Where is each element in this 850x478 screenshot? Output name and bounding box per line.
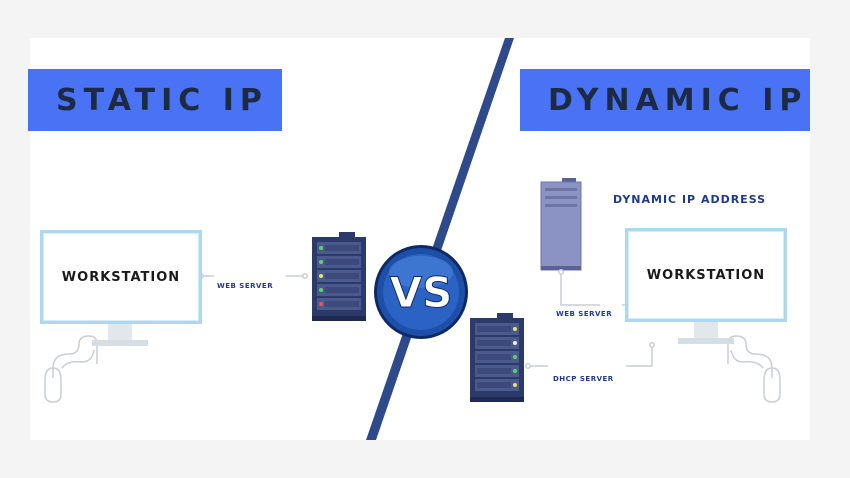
left-mouse-icon — [44, 335, 98, 403]
dynamic-ip-title: DYNAMIC IP — [548, 82, 808, 118]
right-monitor-base — [678, 338, 734, 344]
right-monitor-neck — [694, 322, 718, 340]
right-workstation-monitor: WORKSTATION — [625, 228, 787, 322]
static-ip-title: STATIC IP — [56, 82, 268, 118]
diagonal-divider — [366, 38, 514, 440]
left-monitor-base — [92, 340, 148, 346]
vs-badge — [374, 245, 468, 339]
left-workstation-label: WORKSTATION — [61, 269, 181, 285]
left-web-server-label: WEB SERVER — [217, 282, 274, 290]
right-dhcp-connector — [525, 342, 655, 369]
left-workstation-monitor: WORKSTATION — [40, 230, 202, 324]
left-web-server-icon — [312, 232, 366, 321]
dynamic-ip-banner: DYNAMIC IP — [520, 69, 810, 131]
dhcp-server-label: DHCP SERVER — [553, 375, 614, 383]
left-connector — [198, 273, 308, 279]
right-mouse-icon — [727, 335, 781, 403]
right-workstation-label: WORKSTATION — [646, 267, 766, 283]
dynamic-ip-address-label: DYNAMIC IP ADDRESS — [613, 193, 767, 206]
left-monitor-neck — [108, 324, 132, 342]
right-web-server-label: WEB SERVER — [556, 310, 613, 318]
right-dynamic-server-icon — [540, 178, 582, 271]
dhcp-server-icon — [470, 313, 524, 402]
static-ip-banner: STATIC IP — [28, 69, 282, 131]
vs-label: VS — [390, 268, 453, 317]
